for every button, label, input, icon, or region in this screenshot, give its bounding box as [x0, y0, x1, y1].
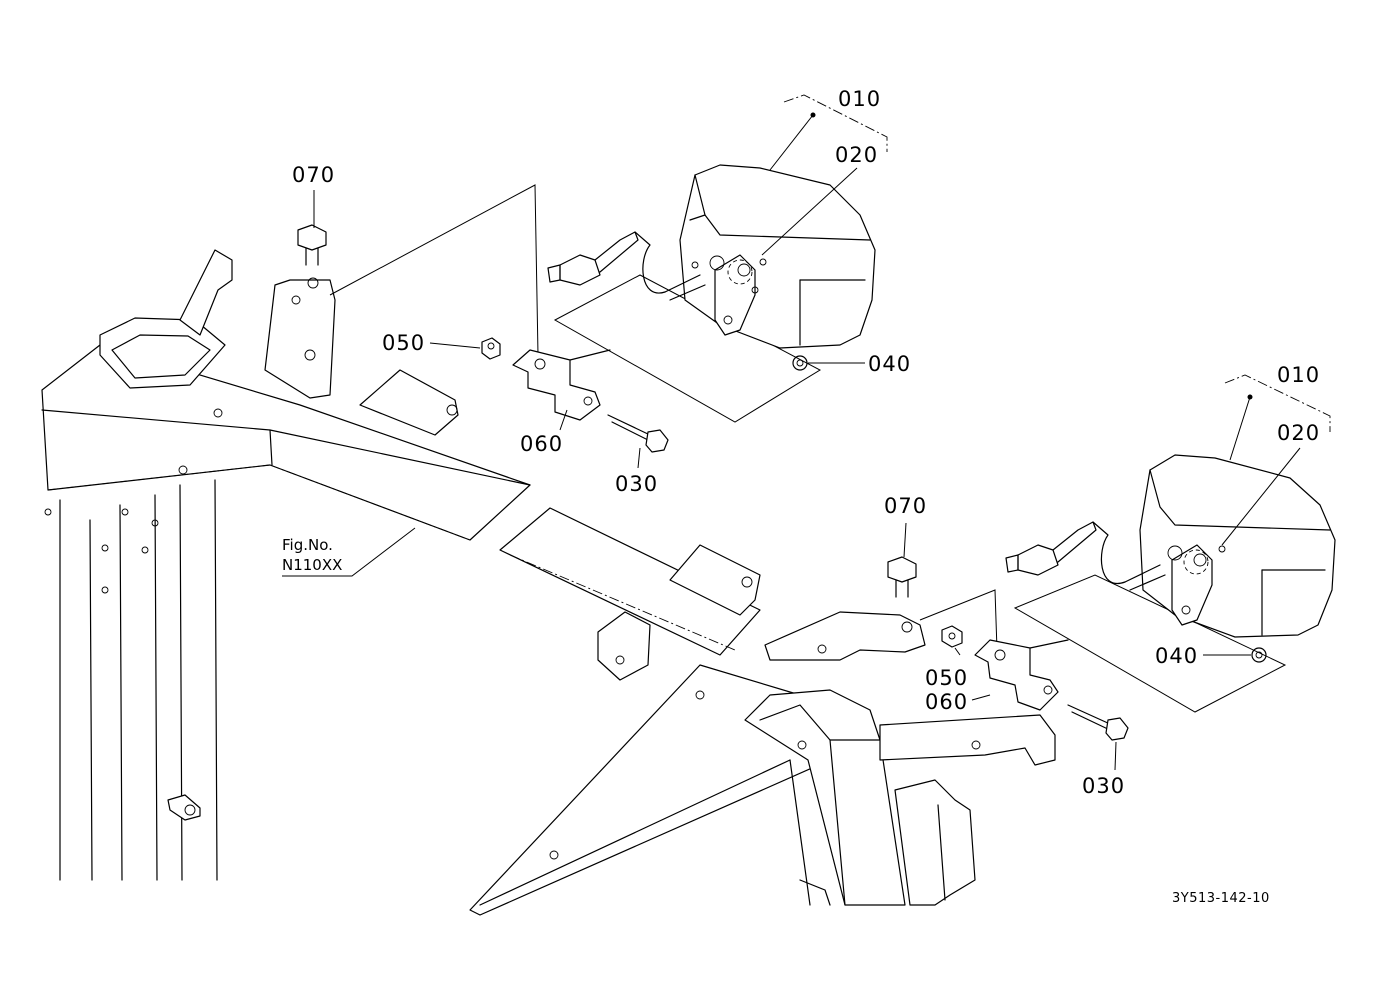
- work-lamp-left: [547, 164, 876, 349]
- label-010-right: 010: [1277, 363, 1320, 387]
- left-frame: [41, 249, 531, 881]
- bracket-060-left: [512, 349, 611, 421]
- fig-no-value: N110XX: [282, 556, 342, 574]
- label-030-right: 030: [1082, 774, 1125, 798]
- label-030-left: 030: [615, 472, 658, 496]
- label-060-left: 060: [520, 432, 563, 456]
- bolt-030-left: [607, 414, 669, 453]
- label-050-right: 050: [925, 666, 968, 690]
- left-lamp-assembly: [297, 94, 888, 453]
- lock-washer-040-left: [792, 355, 808, 371]
- figure-reference: Fig.No. N110XX: [282, 527, 416, 577]
- right-frame: [469, 507, 1056, 916]
- nut-050-left: [481, 337, 501, 360]
- leader-lines: [313, 114, 1301, 771]
- label-050-left: 050: [382, 331, 425, 355]
- drawing-code: 3Y513-142-10: [1172, 891, 1270, 906]
- bolt-030-right: [1067, 704, 1129, 741]
- fig-no-label: Fig.No.: [282, 536, 333, 554]
- label-020-right: 020: [1277, 421, 1320, 445]
- bolt-070-right: [887, 556, 917, 598]
- bracket-060-right: [974, 639, 1069, 711]
- part-labels: 010 020 070 050 040 060 030 010 020 070 …: [292, 87, 1320, 798]
- work-lamp-right: [1005, 454, 1336, 638]
- label-040-right: 040: [1155, 644, 1198, 668]
- label-040-left: 040: [868, 352, 911, 376]
- label-060-right: 060: [925, 690, 968, 714]
- bolt-070-left: [297, 224, 327, 266]
- label-010-left: 010: [838, 87, 881, 111]
- label-070-right: 070: [884, 494, 927, 518]
- lock-washer-040-right: [1251, 647, 1267, 663]
- label-020-left: 020: [835, 143, 878, 167]
- right-lamp-assembly: [887, 374, 1336, 741]
- nut-050-right: [941, 625, 963, 648]
- label-070-left: 070: [292, 163, 335, 187]
